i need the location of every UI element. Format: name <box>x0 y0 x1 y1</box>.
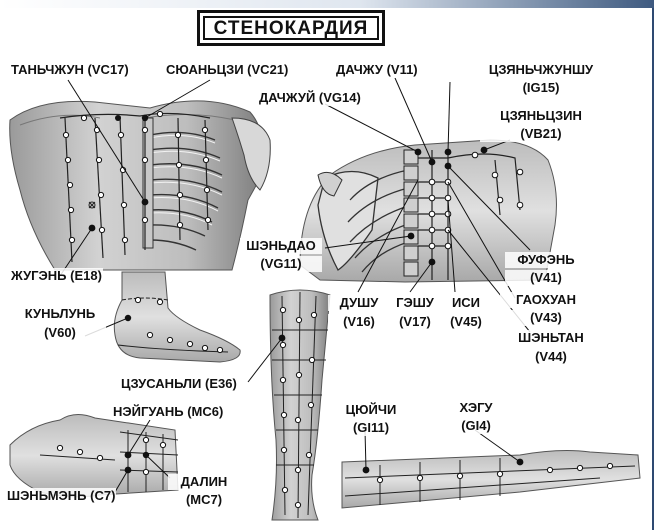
label-czyuychi-1: ЦЮЙЧИ <box>330 402 412 418</box>
forearm-figure <box>341 450 641 509</box>
label-czyanchzhunshu-1: ЦЗЯНЬЧЖУНШУ <box>470 62 612 78</box>
label-czyanczin-2: (VB21) <box>480 126 602 142</box>
label-funfen-2: (V41) <box>505 270 587 286</box>
label-dalin-1: ДАЛИН <box>168 474 240 490</box>
label-dushu-2: (V16) <box>328 314 390 330</box>
label-czyanchzhunshu-2: (IG15) <box>470 80 612 96</box>
label-funfen-1: ФУФЭНЬ <box>505 252 587 268</box>
label-hegu-1: ХЭГУ <box>440 400 512 416</box>
label-dushu-1: ДУШУ <box>328 295 390 311</box>
label-czusanli: ЦЗУСАНЬЛИ (E36) <box>120 376 238 392</box>
palm-hand-figure <box>9 414 179 498</box>
label-kunlun-1: КУНЬЛУНЬ <box>14 306 106 322</box>
foot-figure <box>113 271 241 363</box>
label-isi-1: ИСИ <box>440 295 492 311</box>
label-dachzhuy: ДАЧЖУЙ (VG14) <box>258 90 362 106</box>
leader-lines <box>59 77 531 493</box>
label-kunlun-2: (V60) <box>14 325 106 341</box>
label-shentan-2: (V44) <box>505 349 597 365</box>
label-czyuychi-2: (GI11) <box>330 420 412 436</box>
label-neyguan: НЭЙГУАНЬ (МС6) <box>112 404 225 420</box>
back-torso-points <box>428 151 524 250</box>
label-isi-2: (V45) <box>440 314 492 330</box>
label-gaohuan-1: ГАОХУАН <box>500 292 592 308</box>
label-tanchzhun: ТАНЬЧЖУН (VC17) <box>10 62 130 78</box>
front-torso-figure <box>9 100 271 271</box>
leg-figure <box>269 289 331 521</box>
label-dalin-2: (МС7) <box>168 492 240 508</box>
label-gaohuan-2: (V43) <box>500 310 592 326</box>
right-edge-line <box>652 8 654 530</box>
label-dachzhu: ДАЧЖУ (V11) <box>335 62 419 78</box>
label-shenmen: ШЭНЬМЭНЬ (С7) <box>6 488 117 504</box>
label-geshu-1: ГЭШУ <box>384 295 446 311</box>
label-geshu-2: (V17) <box>384 314 446 330</box>
label-hegu-2: (GI4) <box>440 418 512 434</box>
back-torso-figure <box>299 139 557 283</box>
label-syuanczi: СЮАНЬЦЗИ (VC21) <box>165 62 290 78</box>
label-zhugen: ЖУГЭНЬ (E18) <box>10 268 103 284</box>
top-gradient-bar <box>0 0 654 8</box>
label-shendao-1: ШЭНЬДАО <box>240 238 322 254</box>
title-frame: СТЕНОКАРДИЯ <box>197 10 385 46</box>
front-torso-points <box>62 110 212 244</box>
label-shendao-2: (VG11) <box>240 256 322 272</box>
label-czyanczin-1: ЦЗЯНЬЦЗИН <box>480 108 602 124</box>
label-shentan-1: ШЭНЬТАН <box>505 330 597 346</box>
